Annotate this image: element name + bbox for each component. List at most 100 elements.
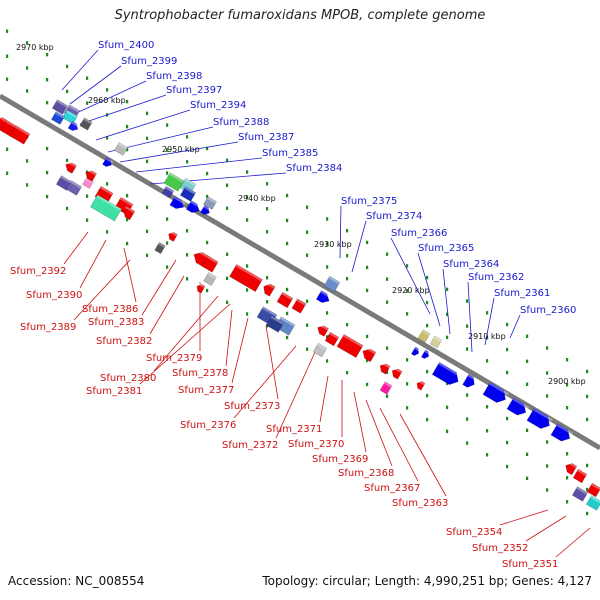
gene-labels[interactable]: Sfum_2400Sfum_2399Sfum_2398Sfum_2397Sfum… [10,40,576,570]
gene-glyph[interactable] [360,346,377,363]
gene-label-reverse[interactable]: Sfum_2382 [96,336,152,347]
gene-glyph[interactable] [229,263,263,293]
gene-glyph[interactable] [315,323,330,337]
gene-label-reverse[interactable]: Sfum_2392 [10,266,66,277]
gene-glyph[interactable] [121,206,136,221]
gene-label-forward[interactable]: Sfum_2400 [98,40,154,51]
gene-glyph[interactable] [167,230,178,242]
gene-label-reverse[interactable]: Sfum_2373 [224,401,280,412]
gene-glyph[interactable] [291,298,307,314]
gene-glyph[interactable] [65,180,83,196]
gene-glyph[interactable] [323,275,341,293]
gene-glyph[interactable] [379,381,393,395]
gene-glyph[interactable] [154,241,166,255]
gene-glyph[interactable] [336,333,364,359]
gene-glyph[interactable] [276,291,294,309]
gene-glyph[interactable] [410,346,421,357]
gene-glyph[interactable] [113,142,129,156]
gene-glyph[interactable] [390,366,403,380]
gene-glyph[interactable] [563,461,578,476]
gene-glyph[interactable] [420,349,431,360]
gene-label-reverse[interactable]: Sfum_2372 [222,440,278,451]
gene-label-forward[interactable]: Sfum_2374 [366,211,422,222]
gene-label-reverse[interactable]: Sfum_2352 [472,543,528,554]
gene-label-forward[interactable]: Sfum_2360 [520,305,576,316]
gene-label-forward[interactable]: Sfum_2387 [238,132,294,143]
gene-label-reverse[interactable]: Sfum_2389 [20,322,76,333]
gene-glyph[interactable] [83,168,98,182]
gene-label-forward[interactable]: Sfum_2384 [286,163,342,174]
gene-label-forward[interactable]: Sfum_2366 [391,228,447,239]
gene-glyph[interactable] [102,157,114,169]
gene-label-reverse[interactable]: Sfum_2381 [86,386,142,397]
gene-label-reverse[interactable]: Sfum_2369 [312,454,368,465]
gene-label-forward[interactable]: Sfum_2364 [443,259,499,270]
gene-glyph[interactable] [526,407,554,431]
gene-glyph[interactable] [506,397,530,418]
gene-label-forward[interactable]: Sfum_2388 [213,117,269,128]
gene-glyph[interactable] [572,468,588,484]
gene-label-reverse[interactable]: Sfum_2351 [502,559,558,570]
gene-label-forward[interactable]: Sfum_2365 [418,243,474,254]
gene-glyph[interactable] [9,125,31,145]
gene-label-forward[interactable]: Sfum_2385 [262,148,318,159]
gene-glyph[interactable] [79,117,93,131]
gene-label-reverse[interactable]: Sfum_2377 [178,385,234,396]
gene-label-reverse[interactable]: Sfum_2378 [172,368,228,379]
gene-label-reverse[interactable]: Sfum_2368 [338,468,394,479]
gene-glyph[interactable] [324,331,340,347]
gene-glyph[interactable] [195,282,206,294]
gene-label-reverse[interactable]: Sfum_2379 [146,353,202,364]
gene-glyph[interactable] [203,271,217,287]
gene-label-reverse[interactable]: Sfum_2371 [266,424,322,435]
gene-label-reverse[interactable]: Sfum_2390 [26,290,82,301]
gene-glyph[interactable] [417,329,431,343]
gene-label-forward[interactable]: Sfum_2394 [190,100,246,111]
gene-glyph[interactable] [431,361,462,387]
gene-label-forward[interactable]: Sfum_2375 [341,196,397,207]
gene-label-forward[interactable]: Sfum_2399 [121,56,177,67]
gene-glyph[interactable] [550,423,574,444]
gene-glyph[interactable] [89,194,123,222]
gene-glyph[interactable] [50,111,66,125]
gene-glyph[interactable] [0,115,8,130]
gene-label-forward[interactable]: Sfum_2397 [166,85,222,96]
scale-tick [226,206,229,210]
gene-glyph[interactable] [482,381,510,405]
gene-glyph[interactable] [161,185,175,199]
gene-glyph[interactable] [312,342,328,358]
gene-glyph[interactable] [265,315,285,333]
gene-glyph[interactable] [67,120,80,132]
gene-label-forward[interactable]: Sfum_2361 [494,288,550,299]
gene-glyph[interactable] [63,160,78,174]
gene-glyph[interactable] [202,196,218,210]
gene-glyph[interactable] [179,186,197,202]
gene-glyph[interactable] [185,200,202,216]
gene-glyph[interactable] [571,486,589,502]
gene-label-reverse[interactable]: Sfum_2386 [82,304,138,315]
gene-label-reverse[interactable]: Sfum_2380 [100,373,156,384]
gene-features[interactable] [0,99,600,511]
gene-glyph[interactable] [201,255,219,273]
gene-glyph[interactable] [169,195,187,211]
gene-glyph[interactable] [585,495,600,511]
gene-glyph[interactable] [261,281,276,297]
gene-glyph[interactable] [51,99,69,115]
gene-label-forward[interactable]: Sfum_2398 [146,71,202,82]
gene-label-reverse[interactable]: Sfum_2376 [180,420,236,431]
gene-glyph[interactable] [462,373,478,389]
gene-glyph[interactable] [415,379,426,391]
gene-label-forward[interactable]: Sfum_2362 [468,272,524,283]
gene-label-reverse[interactable]: Sfum_2367 [364,483,420,494]
gene-label-reverse[interactable]: Sfum_2370 [288,439,344,450]
gene-label-reverse[interactable]: Sfum_2363 [392,498,448,509]
gene-glyph[interactable] [163,172,185,192]
gene-label-reverse[interactable]: Sfum_2383 [88,317,144,328]
gene-glyph[interactable] [429,335,443,349]
gene-label-reverse[interactable]: Sfum_2354 [446,527,502,538]
gene-glyph[interactable] [200,205,212,217]
gene-glyph[interactable] [586,482,600,498]
gene-glyph[interactable] [315,290,332,306]
gene-glyph[interactable] [378,361,391,375]
